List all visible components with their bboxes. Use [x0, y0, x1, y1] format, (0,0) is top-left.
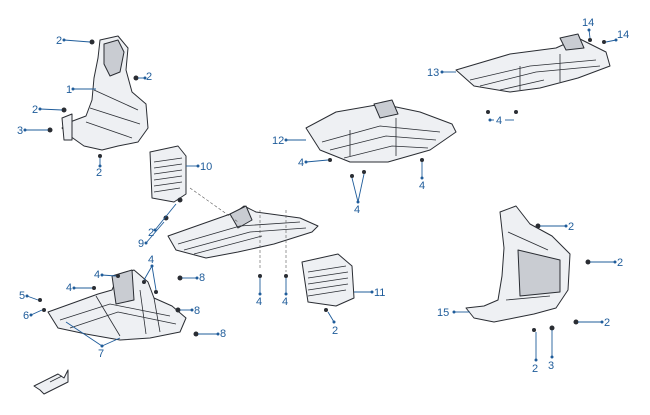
callout-item: 2 [148, 203, 177, 239]
callout-label: 8 [220, 328, 226, 340]
callout-label: 4 [66, 282, 72, 294]
callout-label: 9 [138, 238, 144, 250]
callout-label: 3 [17, 125, 23, 137]
callout-item: 4 [94, 269, 117, 281]
callout-label: 4 [354, 204, 360, 216]
callout-item: 11 [354, 287, 385, 299]
callout-label: 12 [272, 135, 284, 147]
callout-item: 4 [488, 115, 514, 127]
callout-item: 4 [256, 278, 262, 308]
callout-item: 2 [56, 35, 91, 47]
callout-item: 3 [548, 330, 554, 372]
callout-item: 9 [138, 221, 165, 250]
callout-label: 4 [496, 115, 502, 127]
callout-item: 15 [437, 307, 470, 319]
callout-label: 2 [568, 221, 574, 233]
vented-panel-small [149, 145, 187, 203]
callout-item: 2 [32, 104, 63, 116]
callout-label: 14 [582, 17, 594, 29]
callout-label: 2 [56, 35, 62, 47]
callout-item: 2 [578, 317, 610, 329]
callout-item: 14 [582, 17, 594, 39]
left-fender-guard [61, 35, 149, 151]
callout-item: 2 [590, 257, 623, 269]
fasteners [38, 38, 606, 337]
callout-label: 11 [374, 287, 385, 299]
callout-item: 8 [182, 272, 205, 284]
callouts: 2 2 1 2 3 2 10 2 [17, 17, 629, 375]
callout-item: 2 [532, 332, 538, 375]
callout-item: 4 [66, 282, 92, 294]
callout-item: 3 [17, 125, 48, 137]
callout-item: 5 [19, 290, 39, 302]
callout-item: 4 [351, 173, 365, 216]
callout-label: 6 [23, 310, 29, 322]
right-fender-guard [465, 205, 571, 323]
callout-label: 10 [200, 161, 212, 173]
callout-label: 3 [548, 360, 554, 372]
callout-label: 5 [19, 290, 25, 302]
callout-item: 10 [186, 161, 212, 173]
callout-item: 6 [23, 309, 43, 322]
callout-label: 4 [94, 269, 100, 281]
callout-item: 2 [540, 221, 574, 233]
callout-item: 2 [138, 71, 152, 83]
callout-label: 2 [32, 104, 38, 116]
callout-label: 15 [437, 307, 449, 319]
callout-label: 4 [298, 157, 304, 169]
callout-label: 14 [617, 29, 629, 41]
callout-item: 1 [66, 84, 96, 96]
callout-label: 2 [532, 363, 538, 375]
center-skid-plate [167, 187, 319, 272]
callout-label: 1 [66, 84, 72, 96]
callout-item: 12 [272, 135, 306, 147]
callout-item: 4 [298, 157, 329, 169]
callout-label: 7 [98, 348, 104, 360]
callout-label: 4 [419, 180, 425, 192]
callout-item: 4 [282, 278, 288, 308]
callout-label: 2 [96, 167, 102, 179]
callout-item: 14 [605, 29, 629, 43]
callout-item: 2 [327, 311, 338, 337]
callout-item: 8 [180, 305, 200, 317]
callout-label: 8 [194, 305, 200, 317]
callout-label: 2 [146, 71, 152, 83]
callout-label: 2 [332, 325, 338, 337]
callout-label: 4 [282, 296, 288, 308]
callout-item: 4 [143, 254, 157, 291]
callout-label: 4 [256, 296, 262, 308]
upper-right-skid-plate [455, 33, 611, 93]
lower-left-floor-tray [47, 269, 187, 341]
callout-item: 13 [427, 67, 456, 79]
callout-label: 2 [604, 317, 610, 329]
vented-panel-large [301, 253, 355, 307]
callout-label: 2 [617, 257, 623, 269]
callout-item: 8 [198, 328, 226, 340]
callout-label: 8 [199, 272, 205, 284]
callout-item: 4 [419, 162, 425, 192]
callout-item: 2 [96, 158, 102, 179]
right-center-skid-plate [305, 99, 457, 163]
callout-item: 7 [65, 321, 121, 360]
callout-label: 2 [148, 227, 154, 239]
direction-arrow-icon [33, 369, 69, 395]
callout-label: 13 [427, 67, 439, 79]
callout-label: 4 [148, 254, 154, 266]
